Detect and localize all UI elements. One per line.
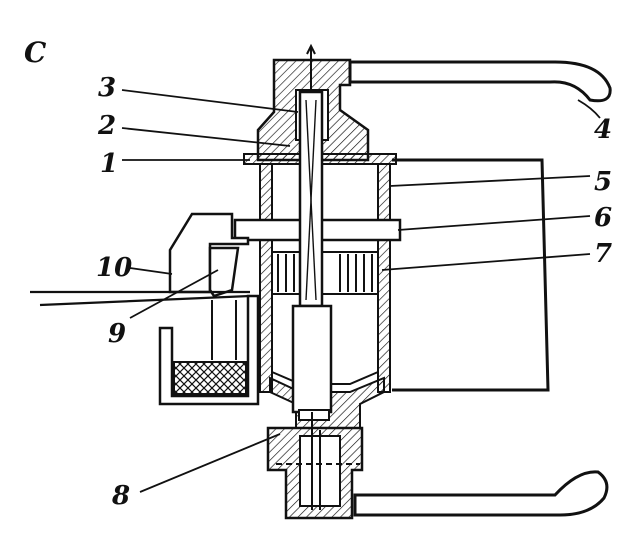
callout-5: 5 xyxy=(594,167,612,197)
tray xyxy=(158,294,260,406)
callout-3: 3 xyxy=(98,73,116,103)
callout-10: 10 xyxy=(96,253,132,283)
leader-lines xyxy=(121,89,601,493)
cylinder-wall-right xyxy=(377,163,391,393)
callout-1: 1 xyxy=(100,149,118,179)
cylinder-wall-left xyxy=(259,163,273,393)
callout-8: 8 xyxy=(111,481,130,511)
plunger xyxy=(291,304,333,414)
callout-4: 4 xyxy=(594,115,612,145)
upper-arm xyxy=(348,60,612,103)
spring-coils xyxy=(277,254,373,292)
lead-wire-2 xyxy=(39,294,251,307)
upper-chamber xyxy=(271,163,379,225)
callout-2: 2 xyxy=(97,111,116,141)
spring-zone xyxy=(271,251,379,295)
tray-fill xyxy=(173,361,247,395)
rod-hatch xyxy=(305,99,317,301)
right-housing xyxy=(392,158,550,392)
plunger-slot xyxy=(298,409,330,421)
callout-9: 9 xyxy=(108,319,126,349)
lower-arm xyxy=(353,470,609,517)
callout-7: 7 xyxy=(594,239,612,269)
callout-6: 6 xyxy=(594,203,612,233)
panel-letter: C xyxy=(24,36,47,69)
